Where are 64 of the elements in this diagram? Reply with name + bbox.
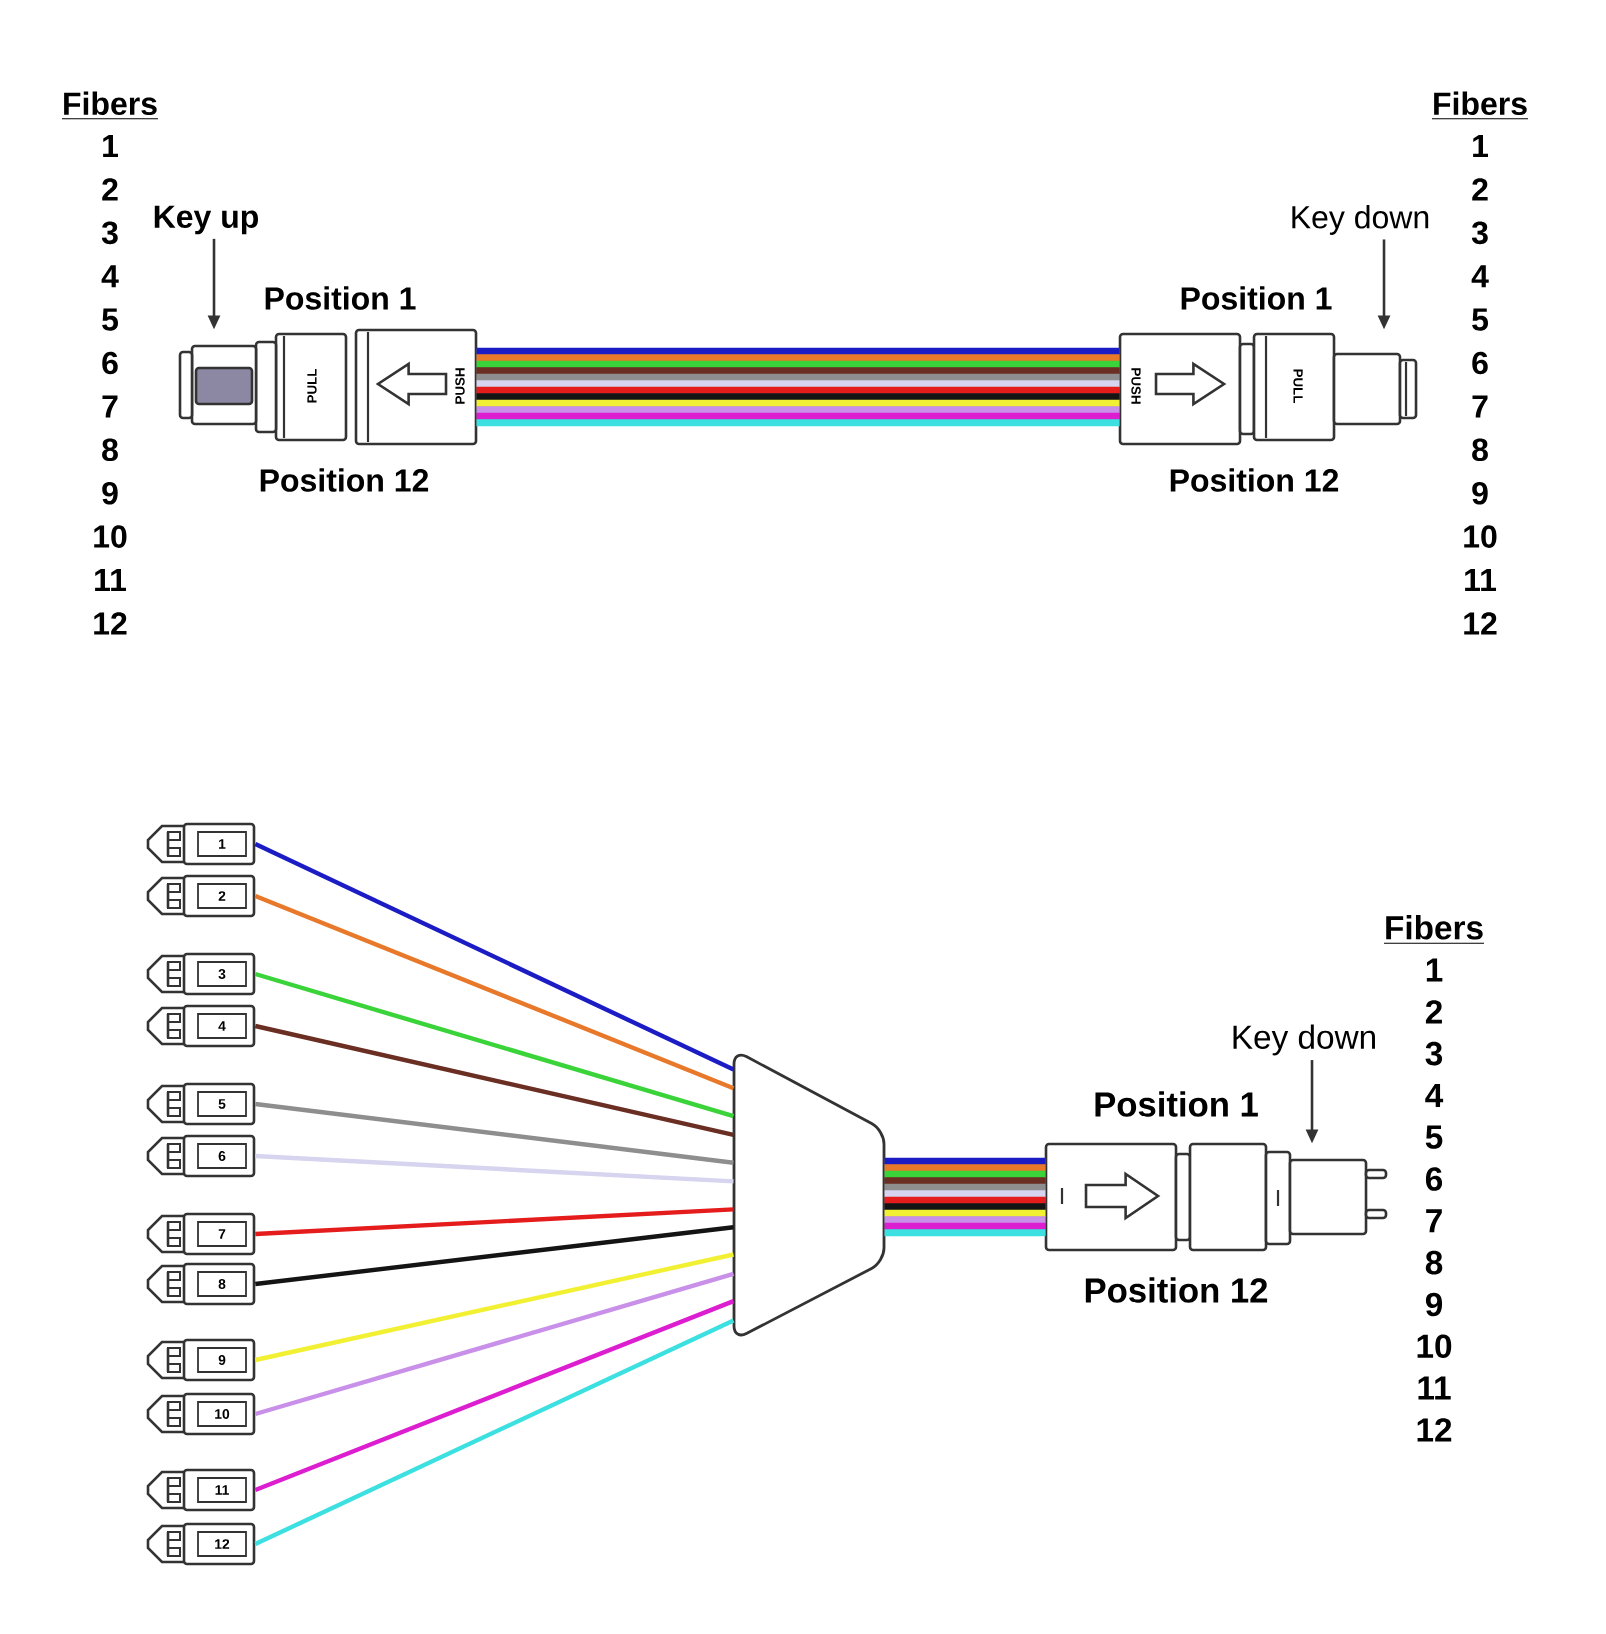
fiber-number: 6 [1425,1167,1443,1191]
fiber-number: 1 [1473,135,1488,157]
column-heading: Fibers [1383,915,1485,944]
fiber-number: 12 [94,612,127,635]
position-label: Position 12 [260,468,429,492]
fiber-number: 4 [1425,1083,1444,1107]
column-heading: Fibers [1431,91,1529,120]
fiber-number: 9 [102,481,118,505]
fiber-number: 12 [1417,1418,1452,1442]
position-label: Position 1 [1095,1091,1258,1117]
fiber-number: 8 [102,438,118,462]
fiber-number: 9 [1472,481,1488,505]
fiber-number: 7 [1472,395,1488,418]
fiber-line [254,1299,735,1493]
fiber-ribbon [884,1157,1046,1237]
fan-out-housing [732,1053,886,1337]
fiber-number: 4 [101,265,119,288]
fiber-number: 11 [1418,1376,1451,1400]
fiber-number: 8 [1425,1250,1443,1275]
fiber-line [254,842,735,1072]
key-label: Key down [1292,205,1429,235]
fiber-number: 6 [102,351,118,375]
fiber-line [254,1271,735,1417]
fiber-number: 10 [1417,1334,1452,1358]
fiber-number: 11 [95,569,126,591]
fiber-number: 2 [1472,178,1488,201]
fiber-number: 9 [1425,1292,1443,1317]
fiber-number: 1 [1426,958,1443,982]
fiber-number: 8 [1472,438,1488,462]
fiber-line [255,1207,734,1237]
position-label: Position 1 [1181,286,1332,310]
fiber-ribbon [476,347,1120,427]
fiber-number: 5 [1425,1125,1443,1149]
fiber-number: 2 [1425,1000,1442,1024]
position-label: Position 1 [265,286,416,310]
fiber-line [255,1225,734,1287]
fiber-line [255,1153,734,1184]
fiber-number: 7 [102,395,118,418]
fiber-line [254,971,735,1119]
fiber-line [254,893,735,1091]
fiber-number: 11 [1465,569,1497,591]
fiber-line [254,1023,734,1137]
position-label: Position 12 [1085,1277,1268,1303]
fiber-line [254,1318,735,1546]
ribbon-connector [1044,1142,1388,1252]
position-label: Position 12 [1170,468,1339,492]
fiber-number: 5 [1472,308,1488,331]
fiber-line [254,1252,734,1363]
fiber-number: 6 [1472,351,1488,375]
fiber-line [255,1101,734,1165]
fiber-number: 2 [102,178,118,201]
fiber-number: 7 [1426,1209,1442,1233]
fiber-number: 3 [1425,1041,1443,1066]
fiber-number: 3 [1471,221,1488,245]
key-label: Key up [154,205,258,235]
key-label: Key down [1233,1024,1375,1056]
fiber-number: 10 [1464,525,1497,548]
fiber-number: 10 [94,525,127,548]
fiber-number: 5 [102,308,118,331]
fiber-number: 1 [103,135,118,157]
fiber-number: 4 [1471,265,1489,288]
column-heading: Fibers [61,91,159,120]
fiber-number: 12 [1464,612,1497,635]
fiber-number: 3 [101,221,118,245]
